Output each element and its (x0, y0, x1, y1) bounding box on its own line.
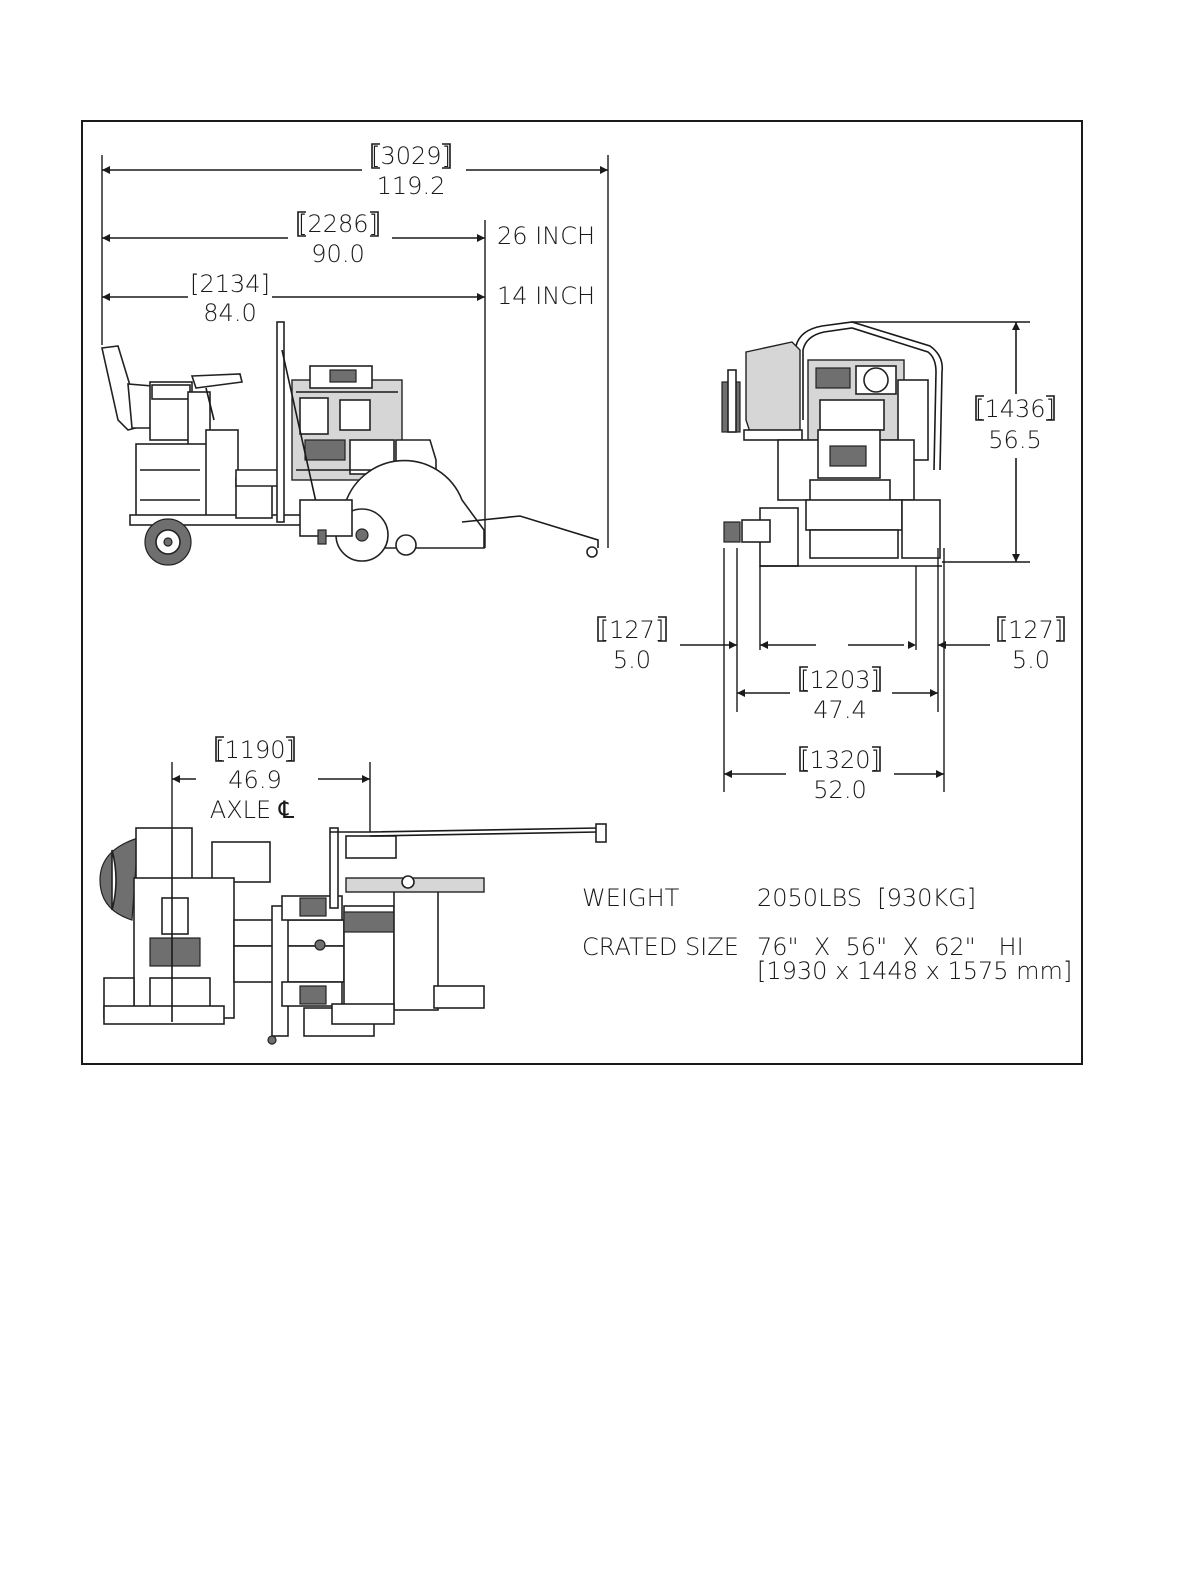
crated-size-mm: [1930 x 1448 x 1575 mm] (757, 957, 1072, 985)
side-left-in: 5.0 (613, 646, 651, 674)
height-in: 56.5 (988, 426, 1041, 454)
spec-table: WEIGHT 2050LBS [930KG] CRATED SIZE 76" X… (582, 884, 1072, 985)
blade-26-label: 26 INCH (497, 222, 595, 250)
side-right-mm: [127] (999, 616, 1064, 644)
top-view-machine (100, 824, 606, 1044)
side-left-mm: [127] (600, 616, 665, 644)
crated-size-label: CRATED SIZE (582, 933, 739, 961)
side-right-in: 5.0 (1012, 646, 1050, 674)
overall-length-mm: [3029] (371, 142, 451, 170)
length-26-mm: [2286] (298, 210, 378, 238)
overall-length-in: 119.2 (377, 172, 446, 200)
overall-width-mm: [1320] (800, 746, 880, 774)
side-view-machine (102, 322, 598, 565)
weight-value: 2050LBS [930KG] (757, 884, 976, 912)
height-mm: [1436] (975, 395, 1055, 423)
weight-label: WEIGHT (582, 884, 680, 912)
front-view-machine (722, 322, 942, 566)
wheel-track-mm: [1203] (800, 666, 880, 694)
axle-label: AXLE ℄ (210, 796, 295, 824)
overall-width-in: 52.0 (813, 776, 866, 804)
length-14-in: 84.0 (203, 299, 256, 327)
axle-mm: [1190] (215, 736, 295, 764)
dimension-text: [3029] 119.2 [2286] 90.0 26 INCH [2134] … (190, 142, 1063, 824)
axle-in: 46.9 (228, 766, 281, 794)
length-26-in: 90.0 (311, 240, 364, 268)
length-14-mm: [2134] (190, 270, 270, 298)
blade-14-label: 14 INCH (497, 282, 595, 310)
wheel-track-in: 47.4 (813, 696, 866, 724)
